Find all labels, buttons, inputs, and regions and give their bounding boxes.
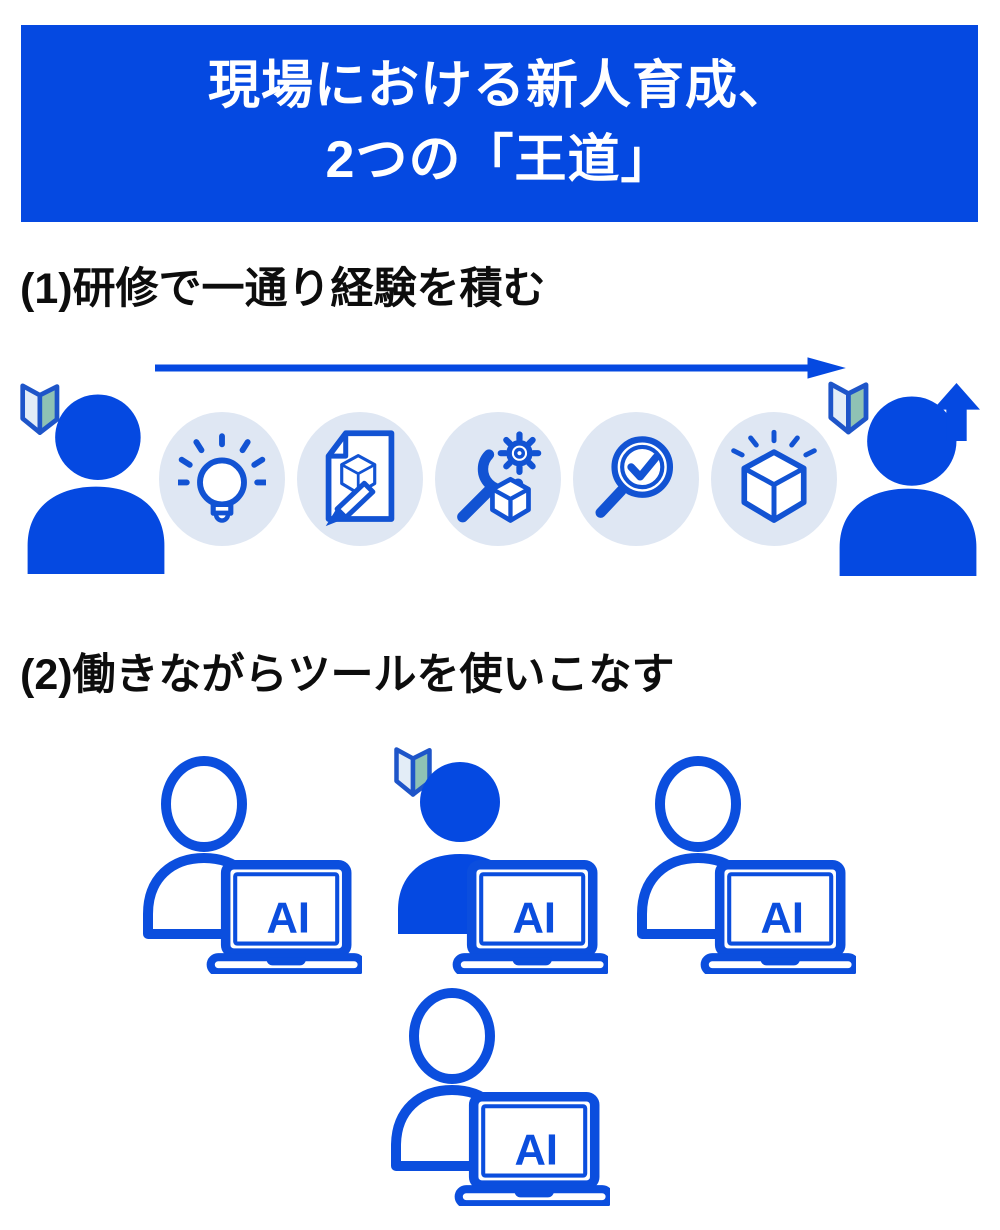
beginner-book-icon (828, 381, 869, 435)
banner-title-line2: 2つの「王道」 (325, 130, 674, 189)
cube-icon (490, 476, 531, 523)
step-circle-build (435, 412, 561, 546)
header-banner: 現場における新人育成、 2つの「王道」 (21, 25, 978, 222)
grown-person-icon (828, 381, 977, 576)
ai-label: AI (512, 895, 556, 943)
step-circle-deliver (711, 412, 837, 546)
lightbulb-icon (178, 432, 266, 523)
step-circle-design (297, 412, 423, 546)
level-up-arrow-icon (933, 383, 980, 441)
ai-laptop-icon: AI (454, 1091, 610, 1206)
ai-label: AI (266, 895, 310, 943)
ai-laptop-icon: AI (700, 859, 856, 974)
worker-with-ai-laptop: AI (143, 756, 362, 974)
progress-arrow-icon (155, 357, 846, 379)
magnifier-check-icon (595, 435, 674, 518)
finished-cube-icon (731, 429, 817, 523)
design-document-icon (325, 430, 395, 527)
worker-with-ai-laptop: AI (391, 988, 610, 1206)
beginner-worker-with-ai-laptop: AI (394, 747, 608, 974)
banner-title-line1: 現場における新人育成、 (207, 56, 791, 115)
ai-laptop-icon: AI (452, 859, 608, 974)
step-circle-review (573, 412, 699, 546)
step-circle-idea (159, 412, 285, 546)
ai-label: AI (760, 895, 804, 943)
wrench-gear-cube-icon (457, 430, 542, 523)
worker-with-ai-laptop: AI (637, 756, 856, 974)
section1-heading: (1)研修で一通り経験を積む (20, 265, 546, 313)
ai-label: AI (514, 1127, 558, 1175)
gear-icon (497, 430, 542, 475)
ai-laptop-icon: AI (206, 859, 362, 974)
beginner-person-icon (20, 383, 165, 574)
section2-heading: (2)働きながらツールを使いこなす (20, 651, 675, 699)
beginner-book-icon (20, 383, 60, 435)
